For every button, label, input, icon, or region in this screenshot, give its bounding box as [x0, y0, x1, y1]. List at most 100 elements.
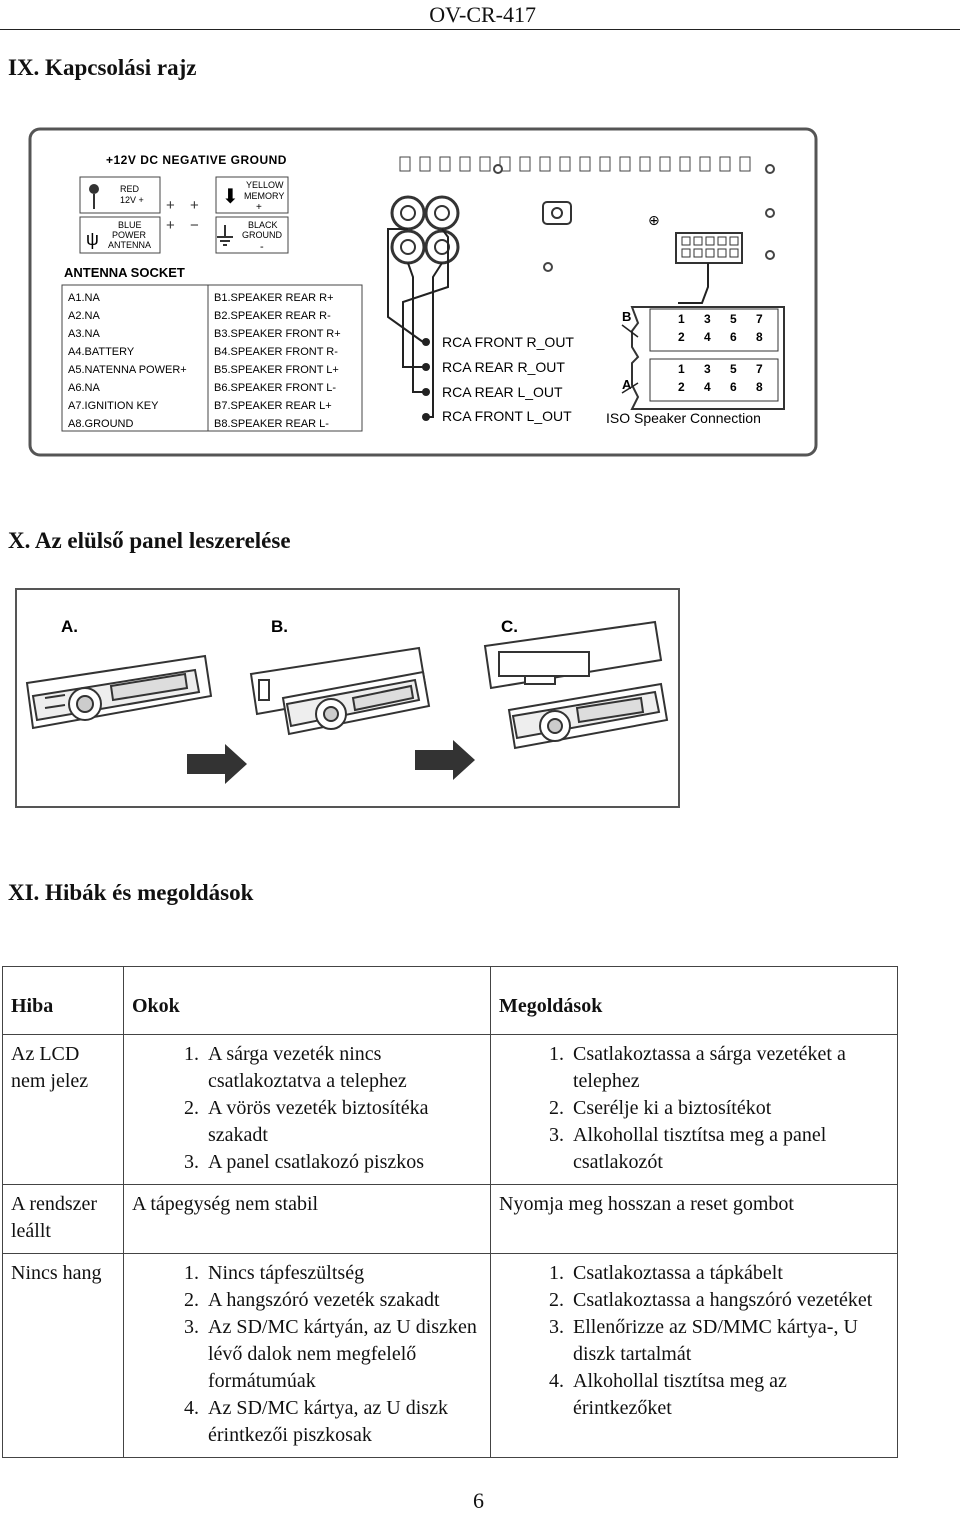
fuse-icon: [89, 184, 99, 194]
solution-item: Alkohollal tisztítsa meg a panel csatlak…: [569, 1122, 889, 1176]
blue-label-1: BLUE: [118, 220, 142, 230]
pin-b-label: B4.SPEAKER FRONT R-: [214, 346, 338, 358]
blue-label-3: ANTENNA: [108, 240, 151, 250]
causes-cell: Nincs tápfeszültség A hangszóró vezeték …: [123, 1253, 491, 1458]
problem-cell: A rendszer leállt: [2, 1184, 124, 1254]
table-row: Az LCD nem jelez A sárga vezeték nincs c…: [2, 1034, 898, 1185]
step-a-label: A.: [61, 617, 78, 636]
iso-pin-number: 1: [678, 362, 685, 376]
svg-text:+: +: [166, 197, 175, 214]
pin-b-label: B5.SPEAKER FRONT L+: [214, 364, 339, 376]
connector-black: BLACK GROUND -: [215, 216, 289, 254]
header-rule: [0, 29, 960, 30]
pin-b-label: B7.SPEAKER REAR L+: [214, 400, 332, 412]
pin-a-label: A3.NA: [68, 328, 100, 340]
blue-label-2: POWER: [112, 230, 147, 240]
radio-unit-c: [483, 620, 669, 750]
table-row: A rendszer leállt A tápegység nem stabil…: [2, 1184, 898, 1254]
pin-b-label: B2.SPEAKER REAR R-: [214, 310, 331, 322]
iso-pin-number: 5: [730, 312, 737, 326]
step-b-label: B.: [271, 617, 288, 636]
header-causes: Okok: [123, 966, 491, 1035]
vents: [399, 156, 751, 172]
connector-red: RED 12V +: [79, 176, 161, 214]
ground-title: +12V DC NEGATIVE GROUND: [106, 153, 287, 167]
antenna-socket-label: ANTENNA SOCKET: [64, 265, 185, 280]
svg-text:−: −: [190, 217, 199, 234]
cause-item: A sárga vezeték nincs csatlakoztatva a t…: [204, 1041, 482, 1095]
iso-pin-number: 2: [678, 330, 685, 344]
iso-pin-number: 4: [704, 330, 711, 344]
step-c-label: C.: [501, 617, 518, 636]
cause-item: Nincs tápfeszültség: [204, 1260, 482, 1287]
iso-pin-number: 8: [756, 330, 763, 344]
solution-item: Csatlakoztassa a sárga vezetéket a telep…: [569, 1041, 889, 1095]
radio-unit-b: [249, 646, 431, 736]
arrow-icon: [415, 740, 475, 780]
yellow-label-3: +: [256, 202, 262, 213]
table-header-row: Hiba Okok Megoldások: [2, 966, 898, 1035]
faults-table: Hiba Okok Megoldások Az LCD nem jelez A …: [2, 966, 898, 1458]
pin-b-label: B1.SPEAKER REAR R+: [214, 292, 334, 304]
solution-item: Alkohollal tisztítsa meg az érintkezőket: [569, 1368, 889, 1422]
pin-table: [61, 284, 363, 432]
iso-pin-number: 6: [730, 330, 737, 344]
iso-pin-number: 7: [756, 362, 763, 376]
iso-pin-number: 7: [756, 312, 763, 326]
cause-item: A panel csatlakozó piszkos: [204, 1149, 482, 1176]
iso-pin-number: 1: [678, 312, 685, 326]
rca-label: RCA REAR R_OUT: [442, 359, 565, 375]
yellow-label-1: YELLOW: [246, 180, 284, 190]
cause-item: Az SD/MC kártyán, az U diszken lévő dalo…: [204, 1314, 482, 1395]
iso-pin-number: 8: [756, 380, 763, 394]
causes-cell: A sárga vezeték nincs csatlakoztatva a t…: [123, 1034, 491, 1185]
pin-a-label: A2.NA: [68, 310, 100, 322]
arrow-icon: [187, 744, 247, 784]
section-title-panel: X. Az elülső panel leszerelése: [8, 528, 291, 553]
iso-plug: [675, 232, 743, 304]
rca-label: RCA FRONT R_OUT: [442, 334, 574, 350]
iso-pin-number: 5: [730, 362, 737, 376]
section-title-faults: XI. Hibák és megoldások: [8, 880, 254, 905]
iso-pin-number: 4: [704, 380, 711, 394]
svg-text:+: +: [190, 197, 199, 214]
pin-a-label: A6.NA: [68, 382, 100, 394]
rca-label: RCA REAR L_OUT: [442, 384, 563, 400]
solutions-cell: Csatlakoztassa a tápkábelt Csatlakoztass…: [490, 1253, 898, 1458]
pin-b-label: B3.SPEAKER FRONT R+: [214, 328, 341, 340]
rca-labels: RCA FRONT R_OUT RCA REAR R_OUT RCA REAR …: [442, 334, 574, 424]
iso-pin-number: 2: [678, 380, 685, 394]
connector-blue: BLUE POWER ANTENNA ψ: [79, 216, 161, 254]
table-row: Nincs hang Nincs tápfeszültség A hangszó…: [2, 1253, 898, 1458]
header-model: OV-CR-417: [429, 2, 536, 27]
cause-item: Az SD/MC kártya, az U diszk érintkezői p…: [204, 1395, 482, 1449]
fuse-plus-icons: ++ +−: [166, 197, 199, 234]
cause-cell: A tápegység nem stabil: [123, 1184, 491, 1254]
solution-cell: Nyomja meg hosszan a reset gombot: [490, 1184, 898, 1254]
iso-pin-number: 6: [730, 380, 737, 394]
pin-a-label: A1.NA: [68, 292, 100, 304]
section-title-wiring: IX. Kapcsolási rajz: [8, 55, 197, 80]
iso-pin-number: 3: [704, 312, 711, 326]
red-label-1: RED: [120, 184, 140, 194]
iso-a-label: A: [622, 377, 632, 392]
rca-label: RCA FRONT L_OUT: [442, 408, 572, 424]
pin-a-label: A7.IGNITION KEY: [68, 400, 159, 412]
solution-item: Cserélje ki a biztosítékot: [569, 1095, 889, 1122]
header-problem: Hiba: [2, 966, 124, 1035]
iso-b-label: B: [622, 309, 631, 324]
pins-b: B1.SPEAKER REAR R+ B2.SPEAKER REAR R- B3.S…: [214, 292, 341, 430]
radio-unit-a: [25, 654, 213, 730]
page-number: 6: [473, 1488, 484, 1513]
solution-item: Csatlakoztassa a hangszóró vezetéket: [569, 1287, 889, 1314]
cause-item: A vörös vezeték biztosítéka szakadt: [204, 1095, 482, 1149]
ground-icon: [217, 225, 233, 246]
pin-a-label: A5.NATENNA POWER+: [68, 364, 187, 376]
red-label-2: 12V +: [120, 195, 144, 205]
pin-b-label: B8.SPEAKER REAR L-: [214, 418, 329, 430]
solutions-cell: Csatlakoztassa a sárga vezetéket a telep…: [490, 1034, 898, 1185]
black-label-1: BLACK: [248, 220, 278, 230]
iso-label: ISO Speaker Connection: [606, 410, 761, 426]
